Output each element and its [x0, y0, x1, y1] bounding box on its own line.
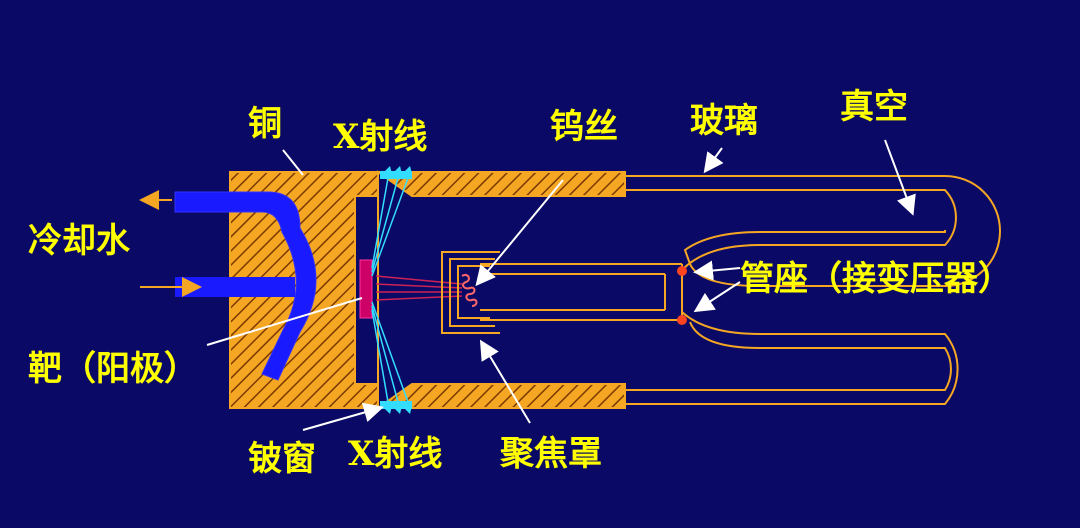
pointer-vacuum: [884, 139, 916, 216]
xray-arrowheads: [384, 166, 412, 414]
electron-beams: [375, 275, 463, 301]
water-channel: [174, 191, 317, 381]
label-target: 靶（阳极）: [28, 349, 198, 389]
focusing-cup: [441, 251, 500, 334]
label-cooling-water: 冷却水: [28, 221, 131, 261]
label-vacuum: 真空: [840, 87, 908, 127]
label-beryllium-window: 铍窗: [248, 439, 316, 479]
water-inlet: [175, 277, 295, 297]
cathode-stem: [480, 263, 683, 321]
pointer-socket-1: [693, 260, 741, 281]
copper-body: [229, 170, 626, 410]
pointer-copper: [282, 149, 304, 176]
pointer-socket-2: [693, 281, 741, 313]
beryllium-window-bottom: [380, 401, 412, 409]
xray-beams: [371, 177, 409, 403]
pointer-window: [302, 402, 384, 431]
socket-dot-bottom: [677, 315, 687, 325]
label-tungsten-wire: 钨丝: [550, 107, 618, 147]
label-socket: 管座（接变压器）: [740, 259, 1012, 299]
label-xray-bottom: X射线: [348, 434, 442, 474]
glass-outer-top: [625, 189, 957, 271]
beryllium-window-top: [380, 171, 412, 179]
pointer-cup: [479, 339, 531, 424]
pointer-tungsten: [475, 179, 564, 287]
glass-outer-bottom: [625, 311, 959, 405]
target: [359, 259, 373, 319]
glass-envelope: [625, 175, 1001, 287]
label-glass: 玻璃: [690, 101, 758, 141]
glass-inner-bottom: [625, 321, 952, 391]
tungsten-filament: [461, 273, 478, 307]
label-focusing-cup: 聚焦罩: [499, 434, 602, 474]
label-copper: 铜: [248, 104, 282, 144]
label-xray-top: X射线: [333, 117, 427, 157]
socket-dot-top: [677, 266, 687, 276]
pointer-glass: [703, 147, 724, 174]
pointer-target: [206, 297, 363, 346]
